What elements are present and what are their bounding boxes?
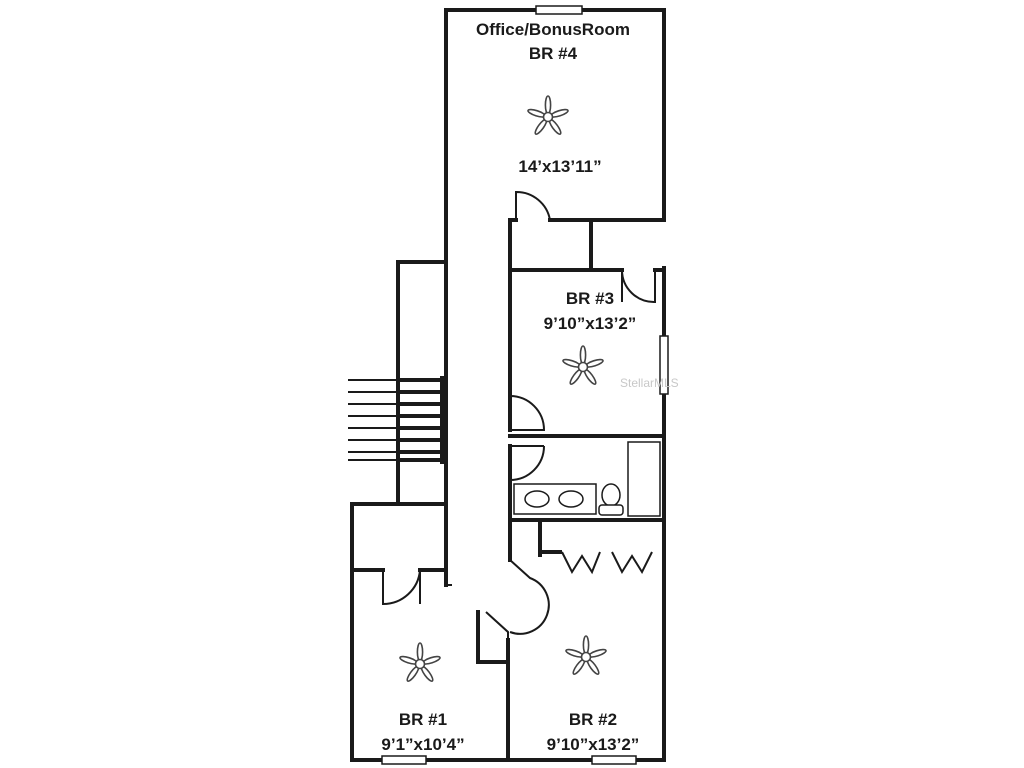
br1-name: BR #1 <box>399 710 447 729</box>
br4-name-line1: Office/BonusRoom <box>476 20 630 39</box>
br1-size: 9’1”x10’4” <box>381 735 464 754</box>
bathtub-icon <box>627 441 661 517</box>
br3-name: BR #3 <box>566 289 614 308</box>
br2-name: BR #2 <box>569 710 617 729</box>
br4-name-line2: BR #4 <box>529 44 578 63</box>
br4-size: 14’x13’11” <box>518 157 601 176</box>
bathroom-fixtures <box>513 441 661 517</box>
br3-size: 9’10”x13’2” <box>544 314 637 333</box>
br2-size: 9’10”x13’2” <box>547 735 640 754</box>
ceiling-fan-icon <box>564 635 608 677</box>
ceiling-fan-icon <box>526 95 570 137</box>
toilet-icon <box>598 483 624 516</box>
sink-icon <box>524 490 550 508</box>
ceiling-fan-icon <box>561 345 605 387</box>
sink-icon <box>558 490 584 508</box>
ceiling-fan-icon <box>398 642 442 684</box>
watermark: StellarMLS <box>620 376 679 390</box>
stairs-icon <box>348 376 444 464</box>
doors <box>382 190 656 640</box>
windows <box>381 5 669 765</box>
